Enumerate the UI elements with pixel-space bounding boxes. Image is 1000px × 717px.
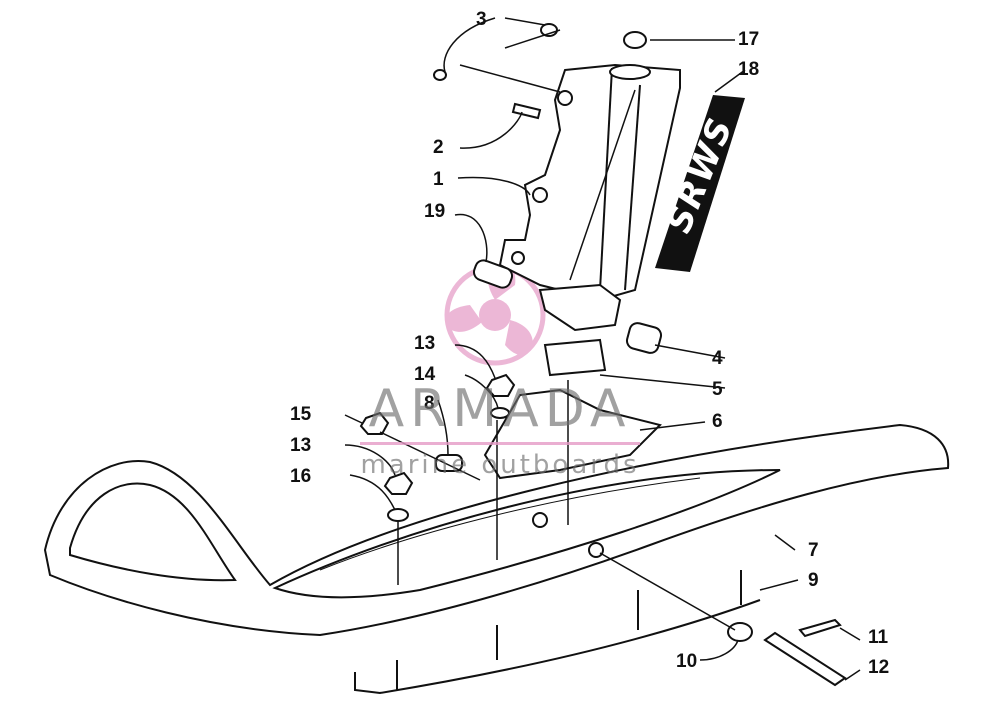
callout-2: 2 (433, 137, 444, 158)
callout-17: 17 (738, 29, 760, 50)
leader-lines (344, 17, 861, 681)
callout-8: 8 (424, 393, 435, 414)
callout-7: 7 (808, 540, 819, 561)
spindle (498, 31, 681, 302)
callout-16: 16 (290, 466, 312, 487)
saddle (483, 388, 662, 480)
callout-4: 4 (712, 348, 723, 369)
callout-13a: 13 (414, 333, 436, 354)
callout-15: 15 (290, 404, 312, 425)
callout-1: 1 (433, 169, 444, 190)
watermark-divider (360, 442, 640, 445)
callout-19: 19 (424, 201, 446, 222)
callout-10: 10 (676, 651, 698, 672)
callout-18: 18 (738, 59, 760, 80)
callout-12: 12 (868, 657, 890, 678)
callout-14: 14 (414, 364, 436, 385)
callout-6: 6 (712, 411, 723, 432)
callout-11: 11 (868, 627, 889, 648)
watermark-title: ARMADA (368, 379, 632, 439)
runner (354, 570, 761, 695)
callout-13b: 13 (290, 435, 312, 456)
hardware (359, 23, 847, 687)
decal (655, 95, 745, 272)
spindle-parts (472, 259, 663, 377)
callout-5: 5 (712, 379, 723, 400)
callout-3a: 3 (476, 9, 487, 30)
callout-9: 9 (808, 570, 819, 591)
watermark-subtitle: marine outboards (360, 450, 640, 480)
